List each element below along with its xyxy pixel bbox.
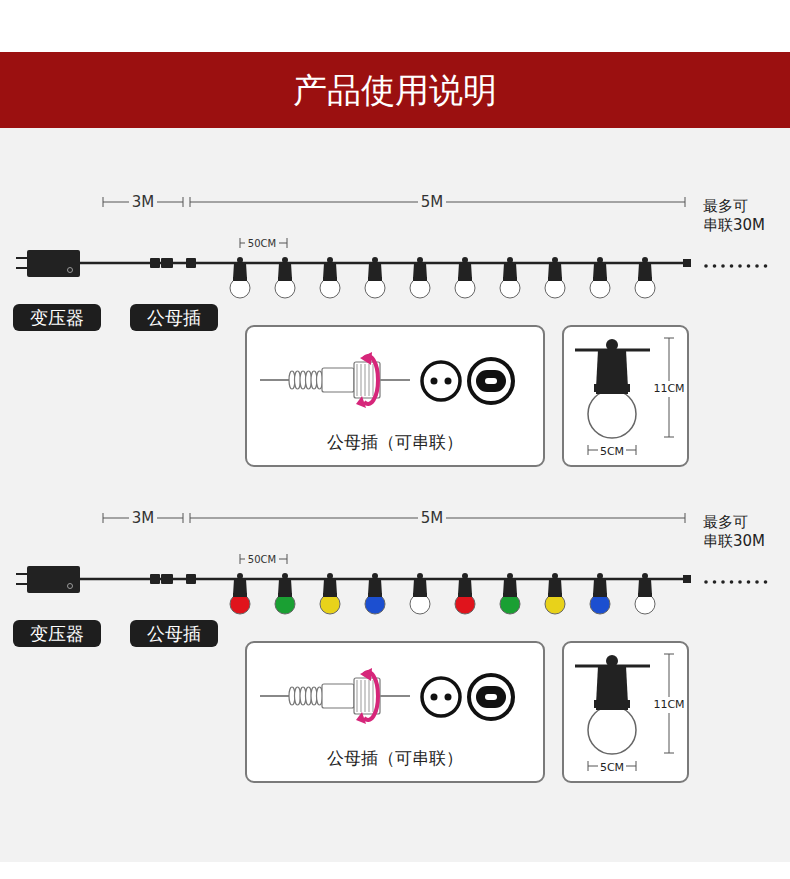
part-tag: 变压器	[13, 304, 101, 331]
light-string-section	[16, 197, 767, 466]
detail-panel: 11CM 5CM	[562, 641, 689, 783]
dimension-label: 50CM	[245, 553, 279, 567]
tag-text: 变压器	[30, 304, 84, 331]
note-text: 最多可 串联30M	[700, 513, 788, 551]
caption-text: 公母插（可串联）	[247, 431, 543, 453]
dimension-label: 11CM	[651, 381, 686, 397]
dimension-label: 3M	[129, 509, 158, 528]
detail-panel: 11CM 5CM	[562, 325, 689, 467]
tag-text: 变压器	[30, 620, 84, 647]
part-tag: 变压器	[13, 620, 101, 647]
part-tag: 公母插	[130, 620, 218, 647]
tag-text: 公母插	[147, 620, 201, 647]
background	[0, 128, 790, 862]
page-title: 产品使用说明	[0, 68, 790, 112]
note-text: 最多可 串联30M	[700, 197, 788, 235]
dimension-label: 5M	[418, 193, 447, 212]
dimension-label: 3M	[129, 193, 158, 212]
dimension-label: 50CM	[245, 237, 279, 251]
light-string-section	[16, 513, 767, 782]
title-band	[0, 52, 790, 128]
dimension-label: 5CM	[598, 760, 626, 776]
tag-text: 公母插	[147, 304, 201, 331]
detail-panel: 公母插（可串联）	[245, 641, 545, 783]
part-tag: 公母插	[130, 304, 218, 331]
dimension-label: 5M	[418, 509, 447, 528]
detail-panel: 公母插（可串联）	[245, 325, 545, 467]
dimension-label: 5CM	[598, 444, 626, 460]
dimension-label: 11CM	[651, 697, 686, 713]
caption-text: 公母插（可串联）	[247, 747, 543, 769]
